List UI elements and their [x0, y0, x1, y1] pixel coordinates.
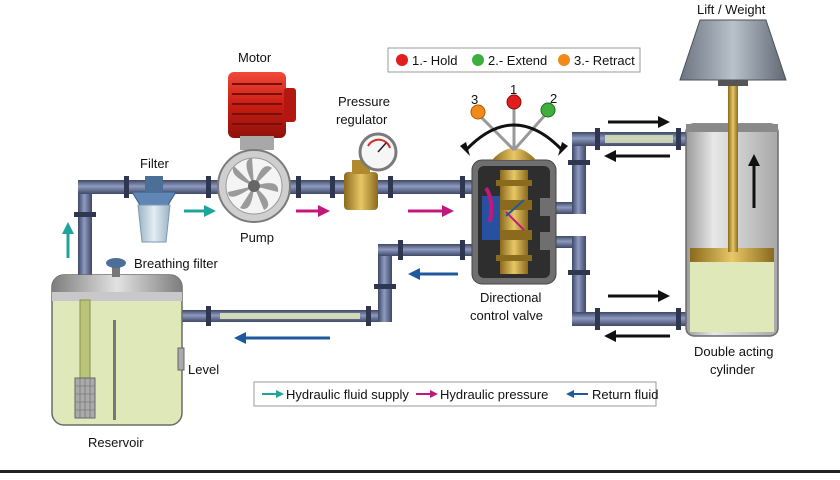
hold-dot-icon	[396, 54, 408, 66]
label-valve-line2: control valve	[470, 308, 543, 323]
knob-number-1: 1	[510, 82, 517, 97]
cylinder	[685, 82, 779, 337]
label-cylinder-line1: Double acting	[694, 344, 774, 359]
extend-dot-icon	[472, 54, 484, 66]
label-pressure-line1: Pressure	[338, 94, 390, 109]
label-level: Level	[188, 362, 219, 377]
return-arrow-icon	[566, 390, 574, 398]
pressure-arrow-icon	[430, 390, 438, 398]
legend-extend-label: 2.- Extend	[488, 53, 547, 68]
label-lift-weight: Lift / Weight	[697, 2, 766, 17]
knob-number-2: 2	[550, 91, 557, 106]
valve-knobs	[470, 94, 556, 120]
supply-arrow-icon	[276, 390, 284, 398]
label-valve-line1: Directional	[480, 290, 542, 305]
label-filter: Filter	[140, 156, 170, 171]
legend-pressure-label: Hydraulic pressure	[440, 387, 548, 402]
valve-position-legend: 1.- Hold 2.- Extend 3.- Retract	[387, 47, 641, 73]
pressure-regulator	[344, 132, 398, 210]
label-pressure-line2: regulator	[336, 112, 388, 127]
label-pump: Pump	[240, 230, 274, 245]
legend-hold-label: 1.- Hold	[412, 53, 458, 68]
reservoir	[51, 258, 185, 426]
label-reservoir: Reservoir	[88, 435, 144, 450]
flow-arrows	[62, 116, 670, 344]
label-breathing-filter: Breathing filter	[134, 256, 218, 271]
motor	[228, 72, 296, 150]
label-motor: Motor	[238, 50, 272, 65]
bottom-divider	[0, 470, 840, 473]
retract-dot-icon	[558, 54, 570, 66]
flow-legend: Hydraulic fluid supply Hydraulic pressur…	[253, 381, 658, 407]
knob-number-3: 3	[471, 92, 478, 107]
legend-supply-label: Hydraulic fluid supply	[286, 387, 409, 402]
directional-valve	[460, 106, 568, 285]
label-cylinder-line2: cylinder	[710, 362, 755, 377]
filter	[131, 176, 177, 243]
lift-weight	[679, 19, 787, 86]
legend-return-label: Return fluid	[592, 387, 658, 402]
pump	[217, 149, 291, 223]
legend-retract-label: 3.- Retract	[574, 53, 635, 68]
